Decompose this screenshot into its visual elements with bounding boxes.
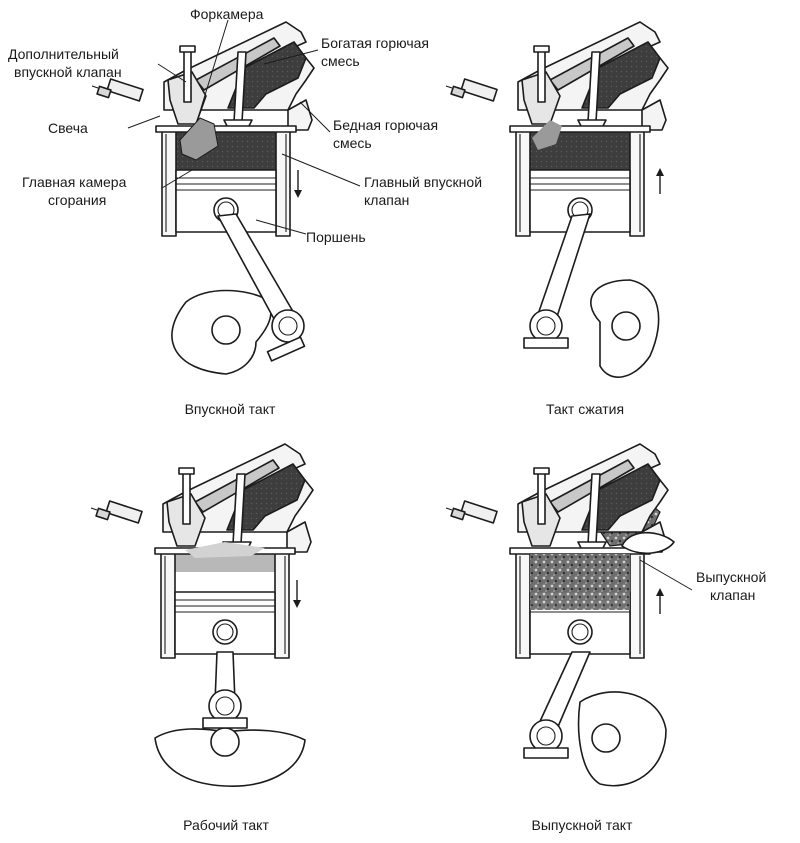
- piston-direction-down-arrow: [293, 580, 301, 608]
- caption-compression-stroke: Такт сжатия: [546, 401, 624, 417]
- label-exhaust-valve: клапан: [710, 587, 755, 603]
- leader-lines: [127, 19, 693, 591]
- label-spark-plug: Свеча: [48, 120, 88, 136]
- caption-power-stroke: Рабочий такт: [183, 817, 269, 833]
- panel-intake-stroke: [91, 21, 315, 375]
- caption-exhaust-stroke: Выпускной такт: [532, 817, 634, 833]
- label-main-intake-valve: клапан: [364, 192, 409, 208]
- label-exhaust-valve: Выпускной: [696, 569, 766, 585]
- label-aux-intake-valve: впускной клапан: [14, 64, 122, 80]
- label-main-chamber: Главная камера: [22, 174, 127, 190]
- label-piston: Поршень: [306, 229, 366, 245]
- label-main-intake-valve: Главный впускной: [364, 174, 482, 190]
- captions: Впускной такт Такт сжатия Рабочий такт В…: [183, 401, 633, 833]
- label-lean-mixture: Бедная горючая: [333, 117, 438, 133]
- panel-exhaust-stroke: [445, 443, 675, 787]
- label-aux-intake-valve: Дополнительный: [8, 46, 119, 62]
- label-rich-mixture: Богатая горючая: [321, 35, 429, 51]
- piston-direction-down-arrow: [294, 170, 302, 198]
- panel-compression-stroke: [445, 21, 669, 378]
- caption-intake-stroke: Впускной такт: [185, 401, 276, 417]
- panel-power-stroke: [90, 443, 314, 787]
- piston-direction-up-arrow: [656, 168, 664, 194]
- label-main-chamber: сгорания: [48, 192, 106, 208]
- labels: Форкамера Дополнительный впускной клапан…: [8, 6, 766, 603]
- label-lean-mixture: смесь: [333, 135, 372, 151]
- piston-direction-up-arrow: [656, 588, 664, 614]
- label-rich-mixture: смесь: [321, 53, 360, 69]
- label-prechamber: Форкамера: [190, 6, 264, 22]
